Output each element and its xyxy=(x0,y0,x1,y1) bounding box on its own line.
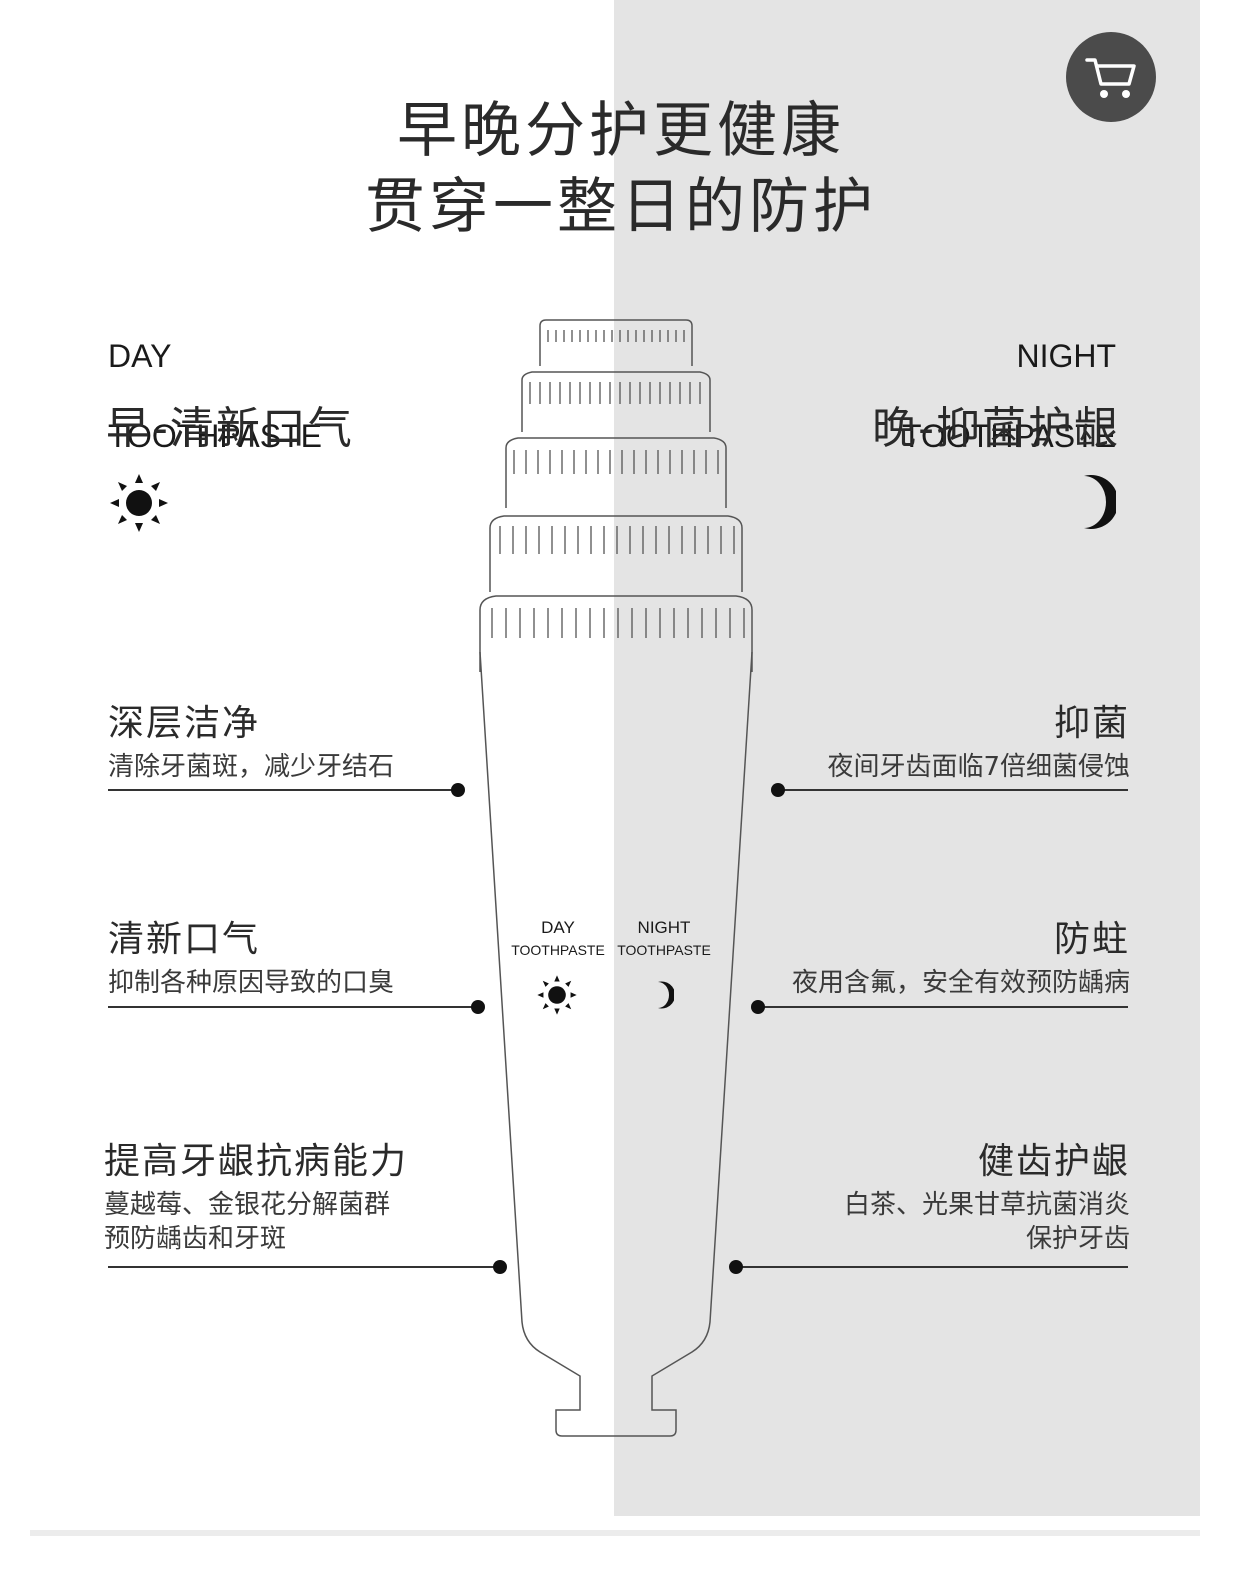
feature-fresh-breath-title: 清新口气 xyxy=(108,919,261,960)
tube-day-sub: TOOTHPASTE xyxy=(511,942,605,958)
feature-dot xyxy=(471,1000,485,1014)
toothpaste-tube-illustration xyxy=(479,319,753,1437)
feature-rule xyxy=(736,1266,1128,1268)
headline-line2: 贯穿一整日的防护 xyxy=(365,172,877,242)
feature-dot xyxy=(729,1260,743,1274)
night-en-line2: TOOTHPASTE xyxy=(902,418,1116,454)
day-chinese-label: 早-清新口气 xyxy=(106,403,354,454)
feature-teeth-gum-title: 健齿护龈 xyxy=(977,1141,1130,1182)
day-en-line1: DAY xyxy=(108,338,172,374)
feature-rule xyxy=(108,1006,478,1008)
night-background xyxy=(614,0,1200,1516)
feature-gum-title: 提高牙龈抗病能力 xyxy=(104,1141,409,1182)
cart-button[interactable] xyxy=(1066,32,1156,122)
moon-icon xyxy=(1084,475,1116,529)
night-en-line1: NIGHT xyxy=(1016,338,1116,374)
tube-night-label: NIGHT TOOTHPASTE xyxy=(612,918,716,958)
feature-gum-desc-line1: 蔓越莓、金银花分解菌群 xyxy=(104,1190,391,1220)
day-en-line2: TOOTHPASTE xyxy=(108,418,322,454)
headline-line1: 早晚分护更健康 xyxy=(397,96,845,166)
feature-dot xyxy=(771,783,785,797)
feature-rule xyxy=(108,1266,500,1268)
feature-rule xyxy=(108,789,458,791)
tube-night-text: NIGHT xyxy=(637,918,691,937)
tube-day-label: DAY TOOTHPASTE xyxy=(506,918,610,958)
feature-gum-desc-line2: 预防龋齿和牙斑 xyxy=(104,1224,287,1254)
tube-night-sub: TOOTHPASTE xyxy=(617,942,711,958)
feature-dot xyxy=(751,1000,765,1014)
feature-rule xyxy=(758,1006,1128,1008)
feature-teeth-gum-desc: 白茶、光果甘草抗菌消炎 保护牙齿 xyxy=(844,1188,1130,1256)
feature-anticavity-title: 防蛀 xyxy=(1053,919,1130,960)
day-english-label: DAY TOOTHPASTE xyxy=(108,296,322,456)
tube-moon-icon xyxy=(658,981,674,1009)
cart-icon xyxy=(1085,58,1136,98)
night-english-label: NIGHT TOOTHPASTE xyxy=(902,296,1116,456)
tube-sun-icon xyxy=(537,975,577,1015)
bottom-divider xyxy=(30,1530,1200,1536)
feature-deep-clean-title: 深层洁净 xyxy=(108,703,261,744)
night-chinese-label: 晚-抑菌护龈 xyxy=(872,403,1120,454)
feature-gum-desc: 蔓越莓、金银花分解菌群 预防龋齿和牙斑 xyxy=(104,1188,390,1256)
tube-day-text: DAY xyxy=(541,918,575,937)
feature-antibacterial-title: 抑菌 xyxy=(1053,703,1130,744)
feature-deep-clean-desc: 清除牙菌斑，减少牙结石 xyxy=(108,752,395,782)
feature-fresh-breath-desc: 抑制各种原因导致的口臭 xyxy=(108,968,395,998)
feature-antibacterial-desc: 夜间牙齿面临7倍细菌侵蚀 xyxy=(827,752,1130,782)
feature-rule xyxy=(778,789,1128,791)
sun-icon xyxy=(110,474,168,532)
feature-anticavity-desc: 夜用含氟，安全有效预防龋病 xyxy=(791,968,1130,998)
feature-dot xyxy=(451,783,465,797)
feature-teeth-gum-desc-line1: 白茶、光果甘草抗菌消炎 xyxy=(843,1190,1130,1220)
feature-dot xyxy=(493,1260,507,1274)
feature-teeth-gum-desc-line2: 保护牙齿 xyxy=(1025,1224,1130,1254)
